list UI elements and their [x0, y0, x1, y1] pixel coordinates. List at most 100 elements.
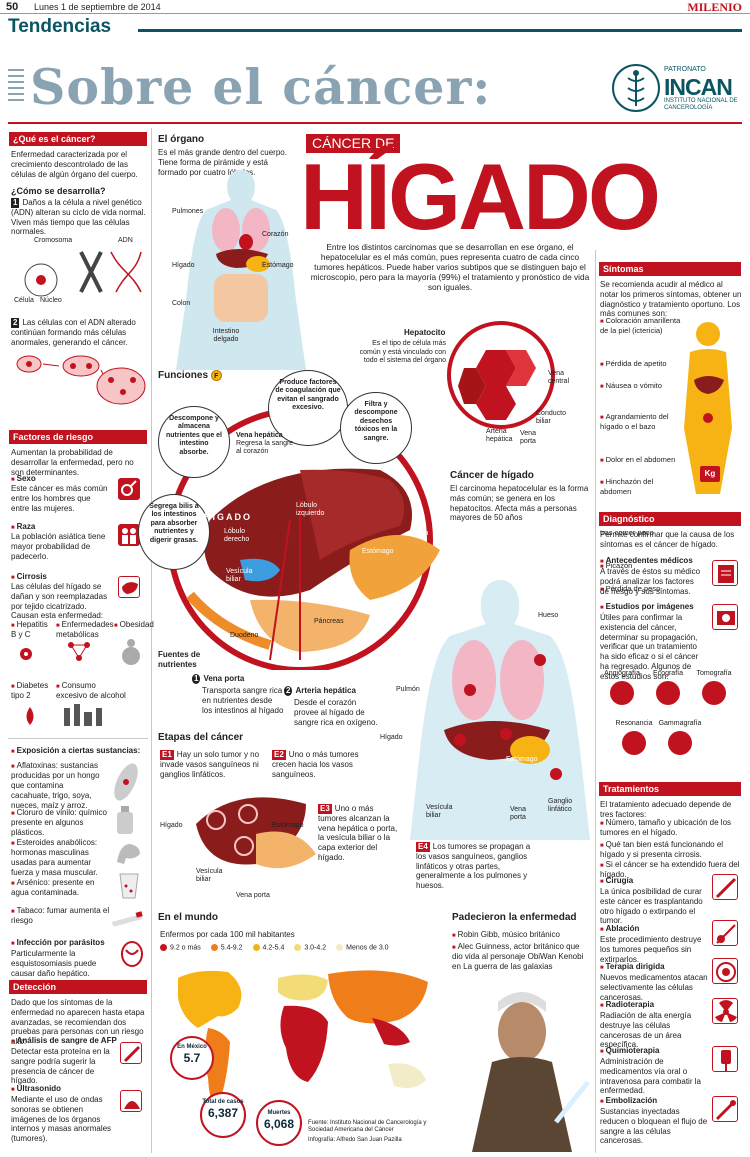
metabolic-icon — [66, 640, 92, 665]
cell-division-illustration — [11, 346, 147, 416]
legend-swatch — [160, 944, 167, 951]
lbl-pulmones: Pulmones — [172, 208, 204, 215]
vena-hepatica-label: Vena hepática — [236, 432, 283, 439]
exposicion-head: Exposición a ciertas sustancias: — [11, 746, 151, 756]
body2-lbl-vena: Vena porta — [510, 806, 526, 822]
logo-line1: PATRONATO — [664, 66, 706, 73]
hepatocito-head: Hepatocito — [404, 328, 446, 337]
dna-illustration — [11, 232, 147, 312]
sexo-head: Sexo — [11, 474, 36, 484]
terapia-text: Nuevos medicamentos atacan selectivament… — [600, 973, 708, 1002]
lbl-vena-porta: Vena porta — [520, 430, 536, 446]
metastasis-body — [410, 580, 590, 840]
symptom-item: Pérdida de apetito — [600, 359, 684, 369]
sexo-text: Este cáncer es más común entre los hombr… — [11, 484, 108, 513]
page-number: 50 — [6, 1, 19, 13]
embol-text: Sustancias inyectadas reducen o bloquean… — [600, 1107, 708, 1146]
e4-tag: E4 — [416, 842, 430, 852]
lbl-conducto-biliar: Conducto biliar — [536, 410, 566, 426]
imaging-study: Tomografía — [692, 670, 736, 706]
symptom-item: Náusea o vómito — [600, 381, 684, 391]
antecedentes-text: A través de éstos su médico podrá analiz… — [600, 567, 701, 596]
body2-lbl-hueso: Hueso — [538, 612, 559, 619]
section-rule — [138, 29, 742, 32]
cloruro-text: Cloruro de vinilo: químico presente en a… — [11, 808, 107, 838]
lbl-pancreas: Páncreas — [314, 618, 344, 625]
symptom-item: Coloración amarillenta de la piel (icter… — [600, 316, 684, 335]
stage-lbl-estomago: Estómago — [272, 822, 304, 829]
lbl-vesicula: Vesícula biliar — [226, 568, 253, 584]
quimio-head: Quimioterapia — [600, 1046, 660, 1056]
bottle-icon — [114, 804, 136, 839]
legend-label: 4.2-5.4 — [262, 944, 285, 952]
headline-rule — [8, 122, 742, 124]
column-divider-right — [595, 250, 596, 1153]
step2-num: 2 — [11, 318, 20, 328]
stage-liver-illustration — [186, 784, 318, 880]
symptom-item: Pérdida de peso — [600, 584, 684, 594]
legend-swatch — [252, 944, 260, 951]
tabaco-text: Tabaco: fumar aumenta el riesgo — [11, 906, 111, 926]
stage-lbl-vena: Vena porta — [236, 892, 270, 899]
hepatocyte-circle — [446, 320, 556, 440]
padecieron-1: Robin Gibb, músico británico — [452, 930, 590, 940]
legend-item: 4.2-5.4 — [252, 944, 285, 953]
weight-icon: Kg — [700, 466, 720, 482]
imaging-study: Gammagrafía — [658, 720, 702, 756]
liver-circle — [150, 400, 450, 673]
incan-logo: PATRONATO INCAN INSTITUTO NACIONAL DE CA… — [612, 58, 742, 122]
factor-1: Número, tamaño y ubicación de los tumore… — [600, 818, 742, 838]
function-balloon-1: Descompone y almacena nutrientes que el … — [158, 406, 230, 478]
symptom-body — [670, 318, 746, 494]
sintomas-text: Se recomienda acudir al médico al notar … — [600, 280, 742, 319]
organo-head: El órgano — [158, 134, 205, 145]
padecieron-head: Padecieron la enfermedad — [452, 912, 577, 923]
total-value: 6,387 — [207, 1106, 239, 1121]
brand-logo[interactable]: MILENIO — [687, 0, 742, 14]
mexico-stat: En México 5.7 — [170, 1036, 214, 1080]
radiation-icon — [712, 998, 738, 1024]
imaging-study-label: Tomografía — [696, 670, 732, 677]
blood-drop-icon — [22, 706, 38, 729]
cirrosis-head: Cirrosis — [11, 572, 47, 582]
body2-lbl-ganglio: Ganglio linfático — [548, 798, 573, 814]
alcohol-label: Consumo excesivo de alcohol — [56, 681, 126, 701]
lbl-estomago: Estómago — [262, 262, 294, 269]
issue-date: Lunes 1 de septiembre de 2014 — [34, 2, 161, 12]
padecieron-2: Alec Guinness, actor británico que dio v… — [452, 942, 590, 972]
factor-2: Qué tan bien está funcionando el hígado … — [600, 840, 742, 860]
mexico-label: En México — [177, 1044, 207, 1050]
ablacion-text: Este procedimiento destruye los tumores … — [600, 935, 702, 964]
obesidad-label: Obesidad — [114, 620, 154, 630]
lbl-vena-central: Vena central — [548, 370, 570, 386]
body2-lbl-estomago: Estómago — [506, 756, 538, 763]
imaging-study-label: Gammagrafía — [658, 720, 702, 727]
lbl-intestino: Intestino delgado — [212, 328, 240, 344]
top-bar — [0, 0, 750, 14]
imaging-study: Ecografía — [646, 670, 690, 706]
imaging-study-label: Ecografía — [653, 670, 683, 677]
symptom-item: Agrandamiento del hígado o el bazo — [600, 412, 684, 431]
lbl-colon: Colon — [172, 300, 191, 307]
symptom-list: Coloración amarillenta de la piel (icter… — [600, 316, 684, 594]
lbl-adn: ADN — [118, 237, 133, 244]
hepatocito-text: Es el tipo de célula más común y está vi… — [359, 340, 446, 365]
lbl-higado-word: HÍGADO — [204, 512, 252, 522]
function-balloon-3: Filtra y descompone desechos tóxicos en … — [340, 392, 412, 464]
infeccion-head: Infección por parásitos — [11, 938, 105, 948]
factores-head: Factores de riesgo — [9, 430, 147, 444]
esteroides-text: Esteroides anabólicos: hormonas masculin… — [11, 838, 111, 878]
lbl-ligamento: Ligamento — [250, 472, 283, 479]
total-stat: Total de casos 6,387 — [200, 1092, 246, 1138]
cancer-higado-text: El carcinoma hepatocelular es la forma m… — [450, 484, 589, 523]
tratamientos-text: El tratamiento adecuado depende de tres … — [600, 800, 732, 819]
como-head: ¿Cómo se desarrolla? — [11, 186, 106, 196]
imaging-study-icon — [668, 731, 692, 756]
imaging-study-icon — [656, 681, 680, 706]
factores-text: Aumentan la probabilidad de desarrollar … — [11, 448, 134, 477]
etapas-head: Etapas del cáncer — [158, 732, 244, 743]
cancer-higado-head: Cáncer de hígado — [450, 470, 534, 481]
